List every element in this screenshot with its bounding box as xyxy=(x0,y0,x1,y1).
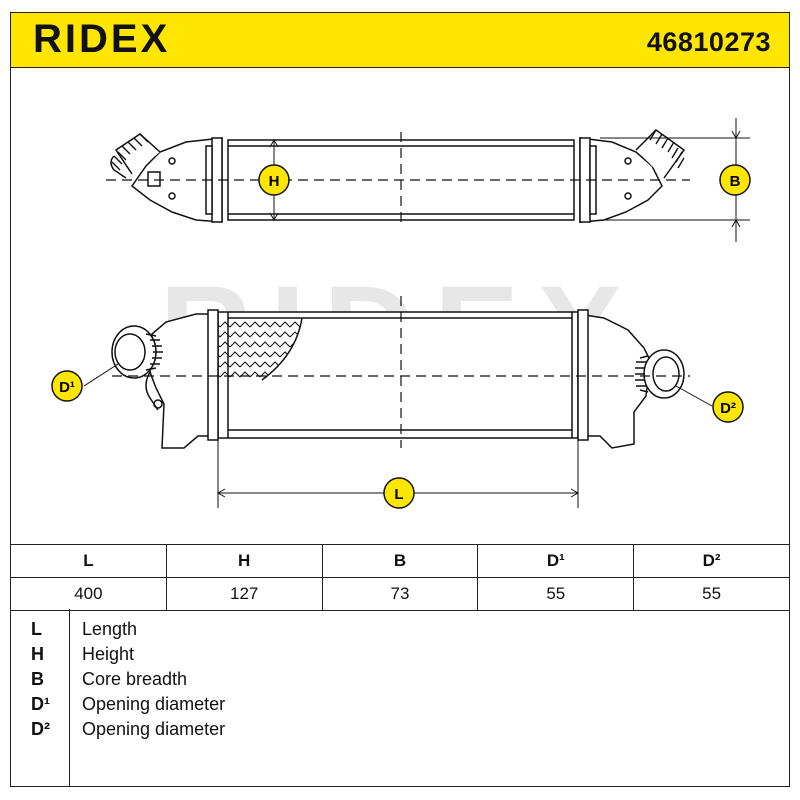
svg-text:D¹: D¹ xyxy=(59,379,75,396)
legend-item: D¹ Opening diameter xyxy=(11,694,771,719)
header-breadth: B xyxy=(321,544,479,578)
top-view xyxy=(106,118,750,242)
header-length: L xyxy=(10,544,167,578)
legend-key: B xyxy=(31,669,44,689)
badge-height: H xyxy=(258,164,290,196)
legend-item: D² Opening diameter xyxy=(11,719,771,744)
legend-label: Opening diameter xyxy=(82,694,226,714)
legend-label: Core breadth xyxy=(82,669,188,689)
dimensions-table: L H B D¹ D² 400 127 73 55 55 xyxy=(10,544,790,611)
svg-text:L: L xyxy=(394,486,403,503)
brand-logo: RIDEX xyxy=(33,17,171,61)
badge-diameter-2: D² xyxy=(712,391,744,423)
value-length: 400 xyxy=(10,577,167,611)
front-view xyxy=(83,296,713,508)
legend-key: H xyxy=(31,644,44,664)
header-bar: RIDEX 46810273 xyxy=(10,12,790,68)
header-diameter-2: D² xyxy=(633,544,790,578)
legend-key: D² xyxy=(31,719,50,739)
legend: L Length H Height B Core breadth D¹ Open… xyxy=(10,609,790,787)
legend-item: L Length xyxy=(11,619,771,644)
value-diameter-2: 55 xyxy=(633,577,790,611)
value-diameter-1: 55 xyxy=(477,577,635,611)
header-diameter-1: D¹ xyxy=(477,544,635,578)
legend-item: H Height xyxy=(11,644,771,669)
svg-text:D²: D² xyxy=(720,400,736,417)
legend-key: D¹ xyxy=(31,694,50,714)
technical-drawing: RIDEX xyxy=(51,118,751,509)
badge-breadth: B xyxy=(719,164,751,196)
svg-text:H: H xyxy=(269,173,280,190)
legend-label: Length xyxy=(82,619,138,639)
value-height: 127 xyxy=(165,577,323,611)
legend-key: L xyxy=(31,619,42,639)
badge-length: L xyxy=(383,477,415,509)
dimensions-value-row: 400 127 73 55 55 xyxy=(10,577,790,611)
header-height: H xyxy=(165,544,323,578)
part-number: 46810273 xyxy=(646,27,771,57)
legend-label: Height xyxy=(82,644,135,664)
legend-divider xyxy=(69,609,70,787)
drawing-frame xyxy=(10,67,790,545)
legend-label: Opening diameter xyxy=(82,719,226,739)
legend-item: B Core breadth xyxy=(11,669,771,694)
value-breadth: 73 xyxy=(321,577,479,611)
badge-diameter-1: D¹ xyxy=(51,370,83,402)
svg-text:B: B xyxy=(730,173,741,190)
dimensions-header-row: L H B D¹ D² xyxy=(10,544,790,578)
